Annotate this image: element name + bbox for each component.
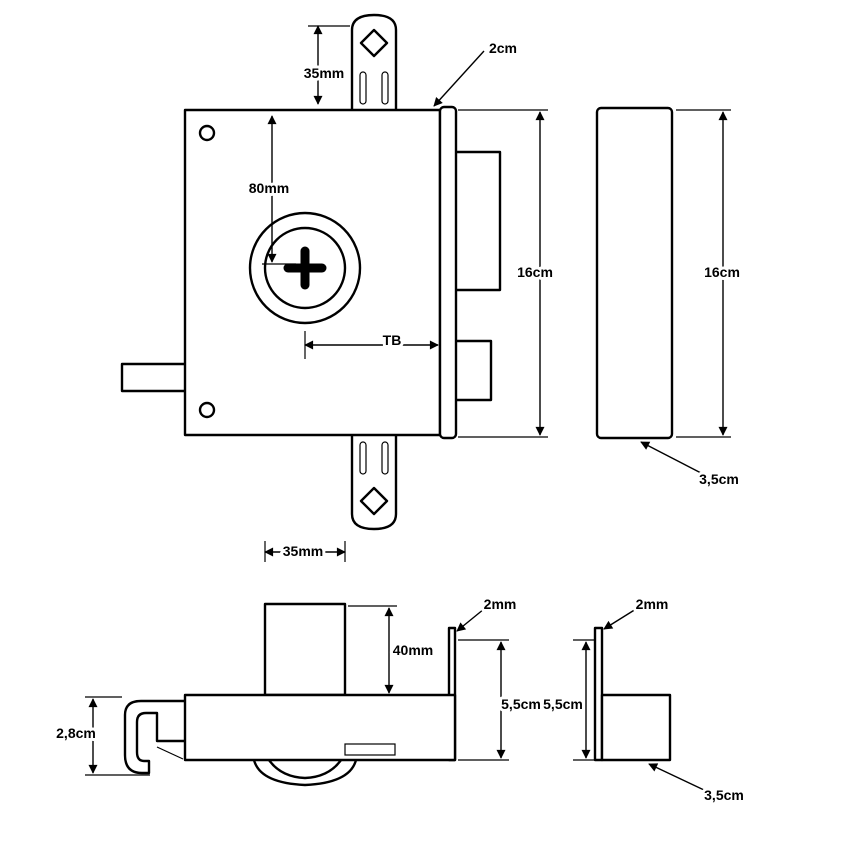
dim-section-width: 3,5cm bbox=[704, 787, 744, 803]
leader-line bbox=[648, 763, 705, 791]
dead-bolt bbox=[452, 150, 502, 292]
faceplate bbox=[438, 105, 458, 440]
section-block bbox=[600, 693, 672, 762]
bottom-strap bbox=[350, 435, 398, 531]
top-strap-slot bbox=[359, 71, 367, 105]
dim-side-height: 16cm bbox=[704, 264, 740, 280]
plan-body bbox=[183, 693, 457, 762]
bottom-square-hole-icon bbox=[359, 486, 389, 516]
body-slot bbox=[344, 743, 396, 756]
dim-section-body-depth: 5,5cm bbox=[543, 696, 583, 712]
leader-line bbox=[433, 50, 485, 107]
latch-bolt bbox=[452, 339, 493, 402]
spring-bump-inner bbox=[268, 759, 342, 780]
cylinder-outer bbox=[248, 211, 362, 325]
screw-hole bbox=[198, 124, 216, 142]
cylinder-housing bbox=[263, 602, 347, 697]
hook-detail-line bbox=[156, 746, 184, 760]
cylinder-inner bbox=[263, 226, 347, 310]
spring-bump bbox=[252, 759, 358, 787]
side-view: 16cm 3,5cm bbox=[595, 106, 743, 490]
leader-line bbox=[603, 608, 637, 630]
bottom-strap-slot bbox=[381, 441, 389, 475]
top-square-hole-icon bbox=[359, 28, 389, 58]
hook-clip bbox=[123, 699, 185, 775]
side-body bbox=[595, 106, 674, 440]
bottom-strap-slot bbox=[359, 441, 367, 475]
leader-line bbox=[640, 441, 702, 474]
screw-hole bbox=[198, 401, 216, 419]
dim-front-cylinder-offset: 80mm bbox=[249, 180, 289, 196]
leader-line bbox=[456, 608, 485, 632]
dim-side-depth: 3,5cm bbox=[699, 471, 739, 487]
dim-plan-plate-thickness: 2mm bbox=[484, 596, 517, 612]
dim-plan-cylinder-width: 35mm bbox=[283, 543, 323, 559]
left-bolt bbox=[120, 362, 188, 393]
top-strap bbox=[350, 13, 398, 110]
plan-view: 35mm 40mm 2mm 5,5cm 2,8cm bbox=[53, 540, 544, 787]
section-view: 2mm 5,5cm 3,5cm bbox=[540, 593, 747, 806]
dim-plan-body-depth: 5,5cm bbox=[501, 696, 541, 712]
dim-plan-hook-height: 2,8cm bbox=[56, 725, 96, 741]
front-view: 35mm 80mm 2cm 16cm TB bbox=[120, 13, 556, 531]
top-strap-slot bbox=[381, 71, 389, 105]
dim-plan-cylinder-depth: 40mm bbox=[393, 642, 433, 658]
dim-section-plate-thickness: 2mm bbox=[636, 596, 669, 612]
dim-front-backset: TB bbox=[383, 332, 402, 348]
dim-front-plate-width: 2cm bbox=[489, 40, 517, 56]
dim-front-strap-offset: 35mm bbox=[304, 65, 344, 81]
dim-front-height: 16cm bbox=[517, 264, 553, 280]
